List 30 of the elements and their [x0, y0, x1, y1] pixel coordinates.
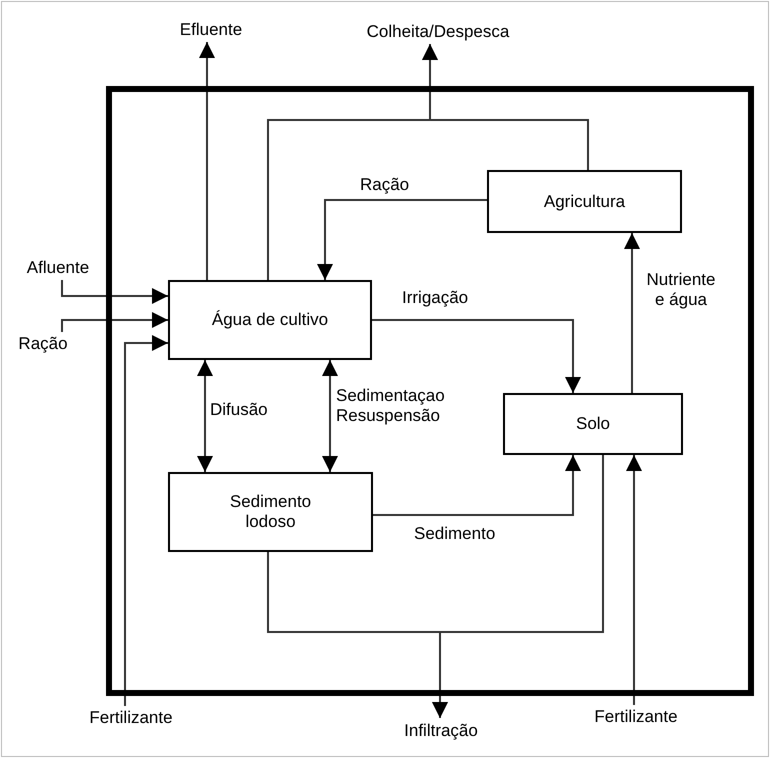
text-label: Afluente [8, 256, 108, 280]
arrow [124, 335, 168, 706]
node-text: Solo [576, 414, 610, 434]
arrow [317, 199, 487, 280]
arrow [197, 360, 213, 472]
text-label: Infiltração [388, 718, 494, 744]
process-box [487, 170, 682, 233]
process-box [168, 280, 372, 360]
text-label: Fertilizante [578, 705, 694, 729]
arrow [199, 42, 215, 280]
arrow [322, 360, 338, 472]
arrow [373, 455, 581, 516]
arrow [422, 44, 589, 170]
text-label: Colheita/Despesca [330, 20, 546, 44]
process-box [503, 393, 683, 455]
text-label: Efluente [172, 18, 250, 42]
node-text: Sedimento lodoso [228, 492, 312, 532]
text-label: Ração [8, 332, 78, 356]
node-text: Água de cultivo [212, 310, 328, 330]
process-box [168, 472, 373, 552]
arrow [372, 319, 581, 393]
node-text: Agricultura [544, 192, 626, 212]
arrow [626, 455, 642, 705]
arrow [432, 455, 604, 718]
system-boundary [106, 86, 754, 696]
arrow [61, 312, 168, 332]
arrow [61, 280, 168, 304]
text-label: Fertilizante [66, 706, 196, 730]
arrow [624, 233, 640, 393]
edge-label: Ração [358, 175, 412, 196]
